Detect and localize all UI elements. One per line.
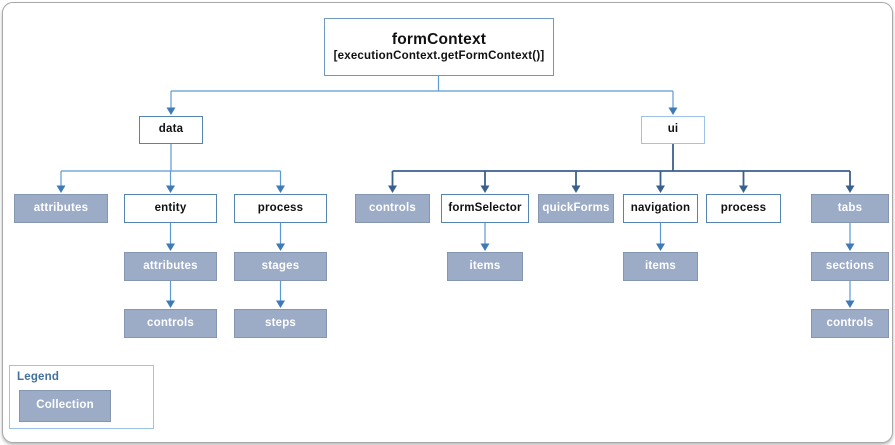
node-ui-process: process [706, 194, 781, 223]
node-sections-controls: controls [811, 309, 889, 338]
node-entity-controls: controls [124, 309, 217, 338]
node-process-stages: stages [234, 252, 327, 281]
node-formcontext: formContext [executionContext.getFormCon… [324, 18, 554, 76]
node-formselector: formSelector [441, 194, 529, 223]
legend: Legend Collection [9, 365, 154, 429]
connector-arrowheads-dark [388, 185, 855, 193]
node-data: data [139, 116, 203, 144]
node-data-process: process [234, 194, 327, 223]
node-ui-controls: controls [355, 194, 430, 223]
connector-arrowheads-light [56, 107, 855, 308]
node-entity-attributes: attributes [124, 252, 217, 281]
node-quickforms: quickForms [538, 194, 614, 223]
node-formcontext-title: formContext [391, 30, 487, 48]
node-navigation-items: items [623, 252, 698, 281]
node-tabs: tabs [811, 194, 889, 223]
node-navigation: navigation [623, 194, 698, 223]
legend-title: Legend [17, 371, 60, 383]
node-formselector-items: items [447, 252, 523, 281]
node-formcontext-subtitle: [executionContext.getFormContext()] [333, 50, 545, 62]
connectors-dark [391, 144, 851, 187]
connector-layer [56, 76, 855, 308]
node-data-attributes: attributes [14, 194, 108, 223]
node-tabs-sections: sections [811, 252, 889, 281]
node-ui: ui [641, 116, 705, 144]
legend-collection-swatch: Collection [19, 390, 111, 422]
connectors-light [60, 76, 851, 302]
node-process-steps: steps [234, 309, 327, 338]
node-entity: entity [124, 194, 217, 223]
